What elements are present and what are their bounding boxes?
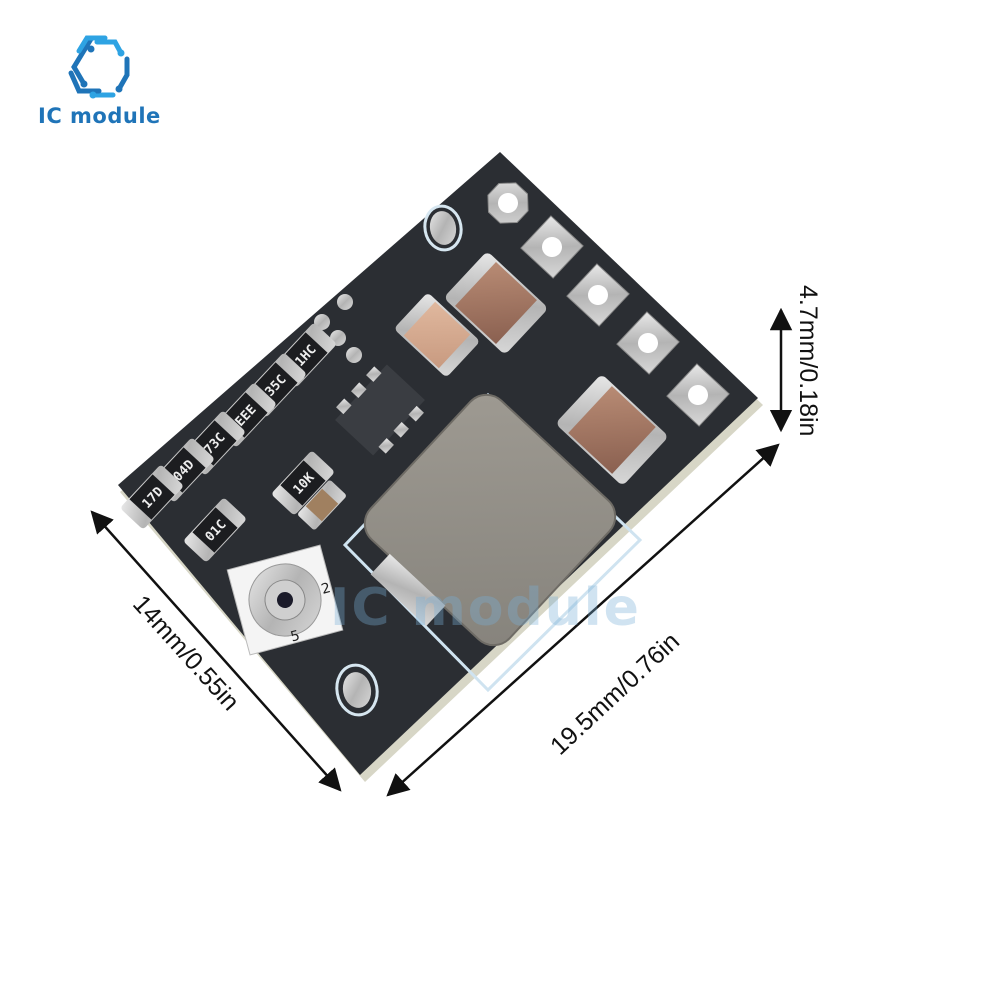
watermark-text: IC module xyxy=(330,578,641,638)
height-dimension-label: 4.7mm/0.18in xyxy=(794,285,822,437)
ic-chip xyxy=(335,364,425,456)
capacitor-large-1 xyxy=(445,253,547,353)
width-dimension-arrow xyxy=(90,510,342,792)
brand-name: IC module xyxy=(38,104,161,128)
length-dimension-arrow xyxy=(386,443,780,797)
header-pins xyxy=(487,182,730,427)
mounting-pad-top xyxy=(423,204,463,252)
hexagon-circuit-icon xyxy=(68,35,130,99)
resistor-10k: 10K xyxy=(272,451,334,515)
capacitor-small xyxy=(395,294,479,376)
